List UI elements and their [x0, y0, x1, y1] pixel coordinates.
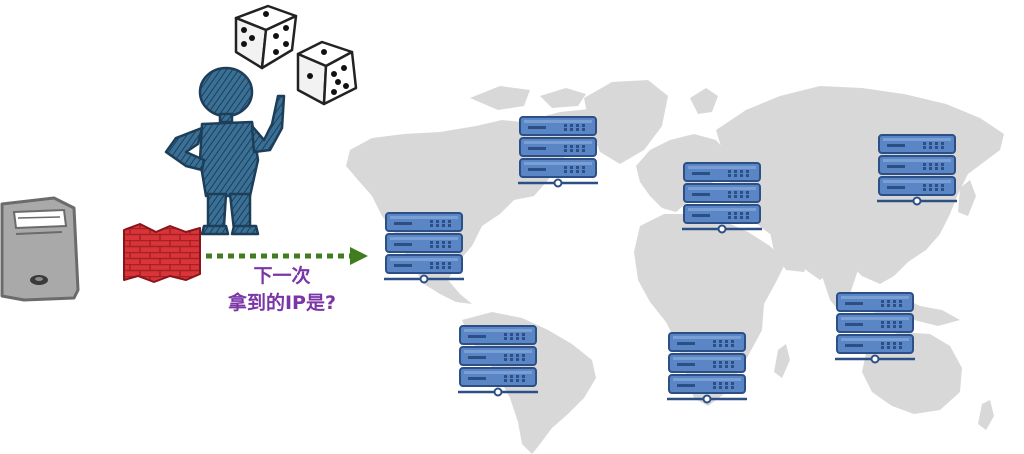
client-computer-icon: [0, 196, 80, 302]
next-ip-question: 下一次 拿到的IP是?: [196, 263, 368, 317]
server-rack-icon: [877, 135, 957, 205]
question-line-2: 拿到的IP是?: [227, 292, 337, 314]
question-line-1: 下一次: [253, 265, 311, 287]
server-rack-icon: [682, 163, 762, 233]
firewall-icon: [123, 223, 201, 283]
thinking-person-icon: [164, 66, 286, 236]
server-rack-icon: [518, 117, 598, 187]
server-rack-icon: [835, 293, 915, 363]
server-rack-icon: [384, 213, 464, 283]
server-rack-icon: [458, 326, 538, 396]
dice-icon: [234, 4, 358, 106]
dotted-arrow-icon: [206, 247, 368, 265]
server-rack-icon: [667, 333, 747, 403]
